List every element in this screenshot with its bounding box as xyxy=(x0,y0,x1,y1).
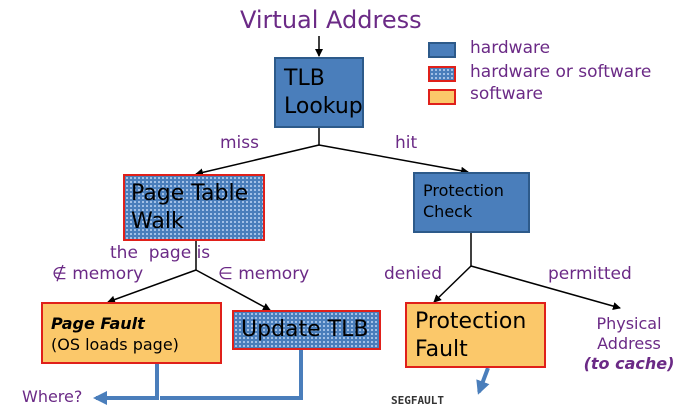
edge-miss xyxy=(195,144,320,177)
legend-software-swatch xyxy=(428,89,456,105)
label-not-in-memory: ∉ memory xyxy=(52,264,144,284)
label-the-page-is: the page is xyxy=(110,243,211,263)
edge-in-memory xyxy=(195,269,271,311)
edge-pagefault-where xyxy=(93,364,159,405)
label-hit: hit xyxy=(395,133,418,153)
edge-fault-segfault xyxy=(476,367,490,395)
edge-hit xyxy=(318,144,469,175)
physical-address-node: Physical Address (to cache) xyxy=(574,314,684,374)
label-miss: miss xyxy=(220,133,259,153)
physical-address-line1: Physical xyxy=(596,314,662,333)
protection-check-line1: Protection xyxy=(423,181,504,200)
diagram-title: Virtual Address xyxy=(240,6,422,34)
protection-fault-node: Protection Fault xyxy=(405,302,546,368)
label-in-memory: ∈ memory xyxy=(218,264,310,284)
tlb-lookup-line1: TLB xyxy=(284,66,325,91)
edge-not-in-memory xyxy=(107,269,197,304)
update-tlb-label: Update TLB xyxy=(241,317,369,342)
protection-fault-line1: Protection xyxy=(415,309,527,334)
tlb-lookup-line2: Lookup xyxy=(284,94,363,119)
legend-software-label: software xyxy=(470,84,544,104)
protection-check-node: Protection Check xyxy=(413,172,530,233)
page-fault-line2: (OS loads page) xyxy=(51,335,179,354)
edge-permitted xyxy=(470,265,621,310)
protection-fault-line2: Fault xyxy=(415,337,468,362)
segfault-output: SEGFAULT xyxy=(391,394,444,407)
legend-hardware-swatch xyxy=(428,42,456,58)
page-table-walk-line2: Walk xyxy=(131,209,184,234)
legend-hwsw-swatch xyxy=(428,66,456,82)
tlb-lookup-node: TLB Lookup xyxy=(274,57,364,128)
label-permitted: permitted xyxy=(548,264,632,284)
page-table-walk-line1: Page Table xyxy=(131,181,249,206)
legend-hwsw-label: hardware or software xyxy=(470,62,652,82)
label-denied: denied xyxy=(384,264,442,284)
page-fault-node: Page Fault (OS loads page) xyxy=(41,302,222,364)
update-tlb-node: Update TLB xyxy=(232,310,381,350)
page-fault-line1: Page Fault xyxy=(51,314,145,333)
edge-update-where xyxy=(160,350,303,400)
page-table-walk-node: Page Table Walk xyxy=(123,174,265,241)
where-output: Where? xyxy=(22,387,83,406)
physical-address-line2: Address xyxy=(597,334,661,353)
physical-address-line3: (to cache) xyxy=(583,354,675,373)
edge-denied xyxy=(433,265,472,303)
legend-hardware-label: hardware xyxy=(470,38,551,58)
protection-check-line2: Check xyxy=(423,202,473,221)
